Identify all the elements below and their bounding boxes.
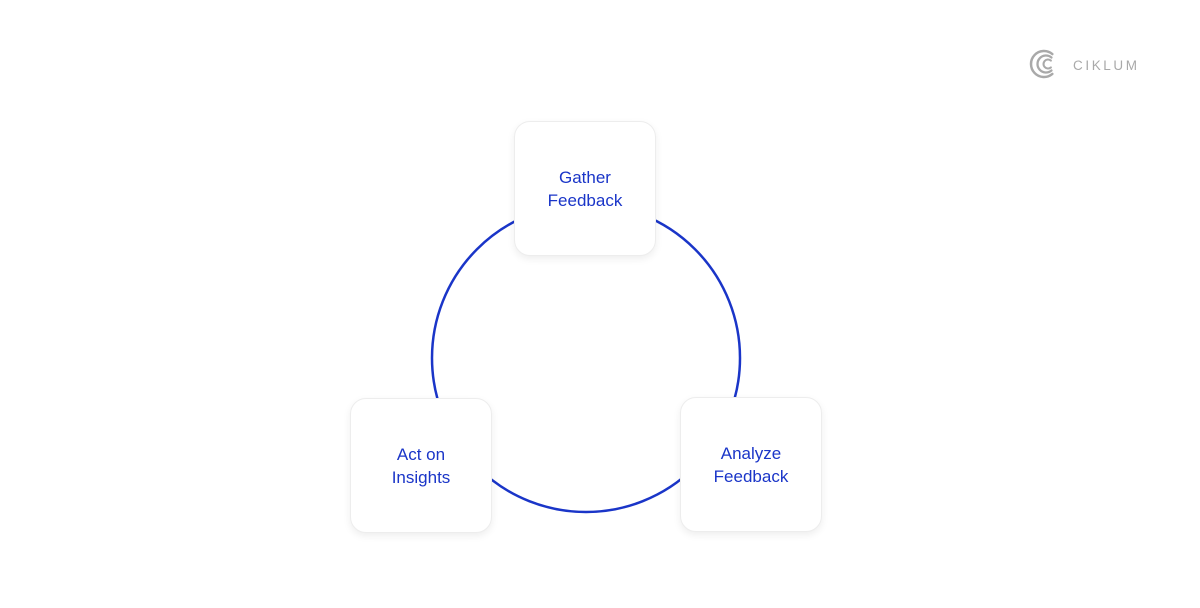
node-label-gather-feedback: Gather Feedback [547, 167, 623, 210]
node-label-analyze-feedback: Analyze Feedback [713, 443, 789, 486]
node-act-on-insights: Act on Insights [350, 398, 492, 533]
brand-logo: CIKLUM [1028, 46, 1140, 82]
node-label-act-on-insights: Act on Insights [391, 444, 451, 487]
node-analyze-feedback: Analyze Feedback [680, 397, 822, 532]
node-gather-feedback: Gather Feedback [514, 121, 656, 256]
ciklum-concentric-c-icon [1029, 49, 1054, 79]
brand-name: CIKLUM [1073, 57, 1140, 73]
